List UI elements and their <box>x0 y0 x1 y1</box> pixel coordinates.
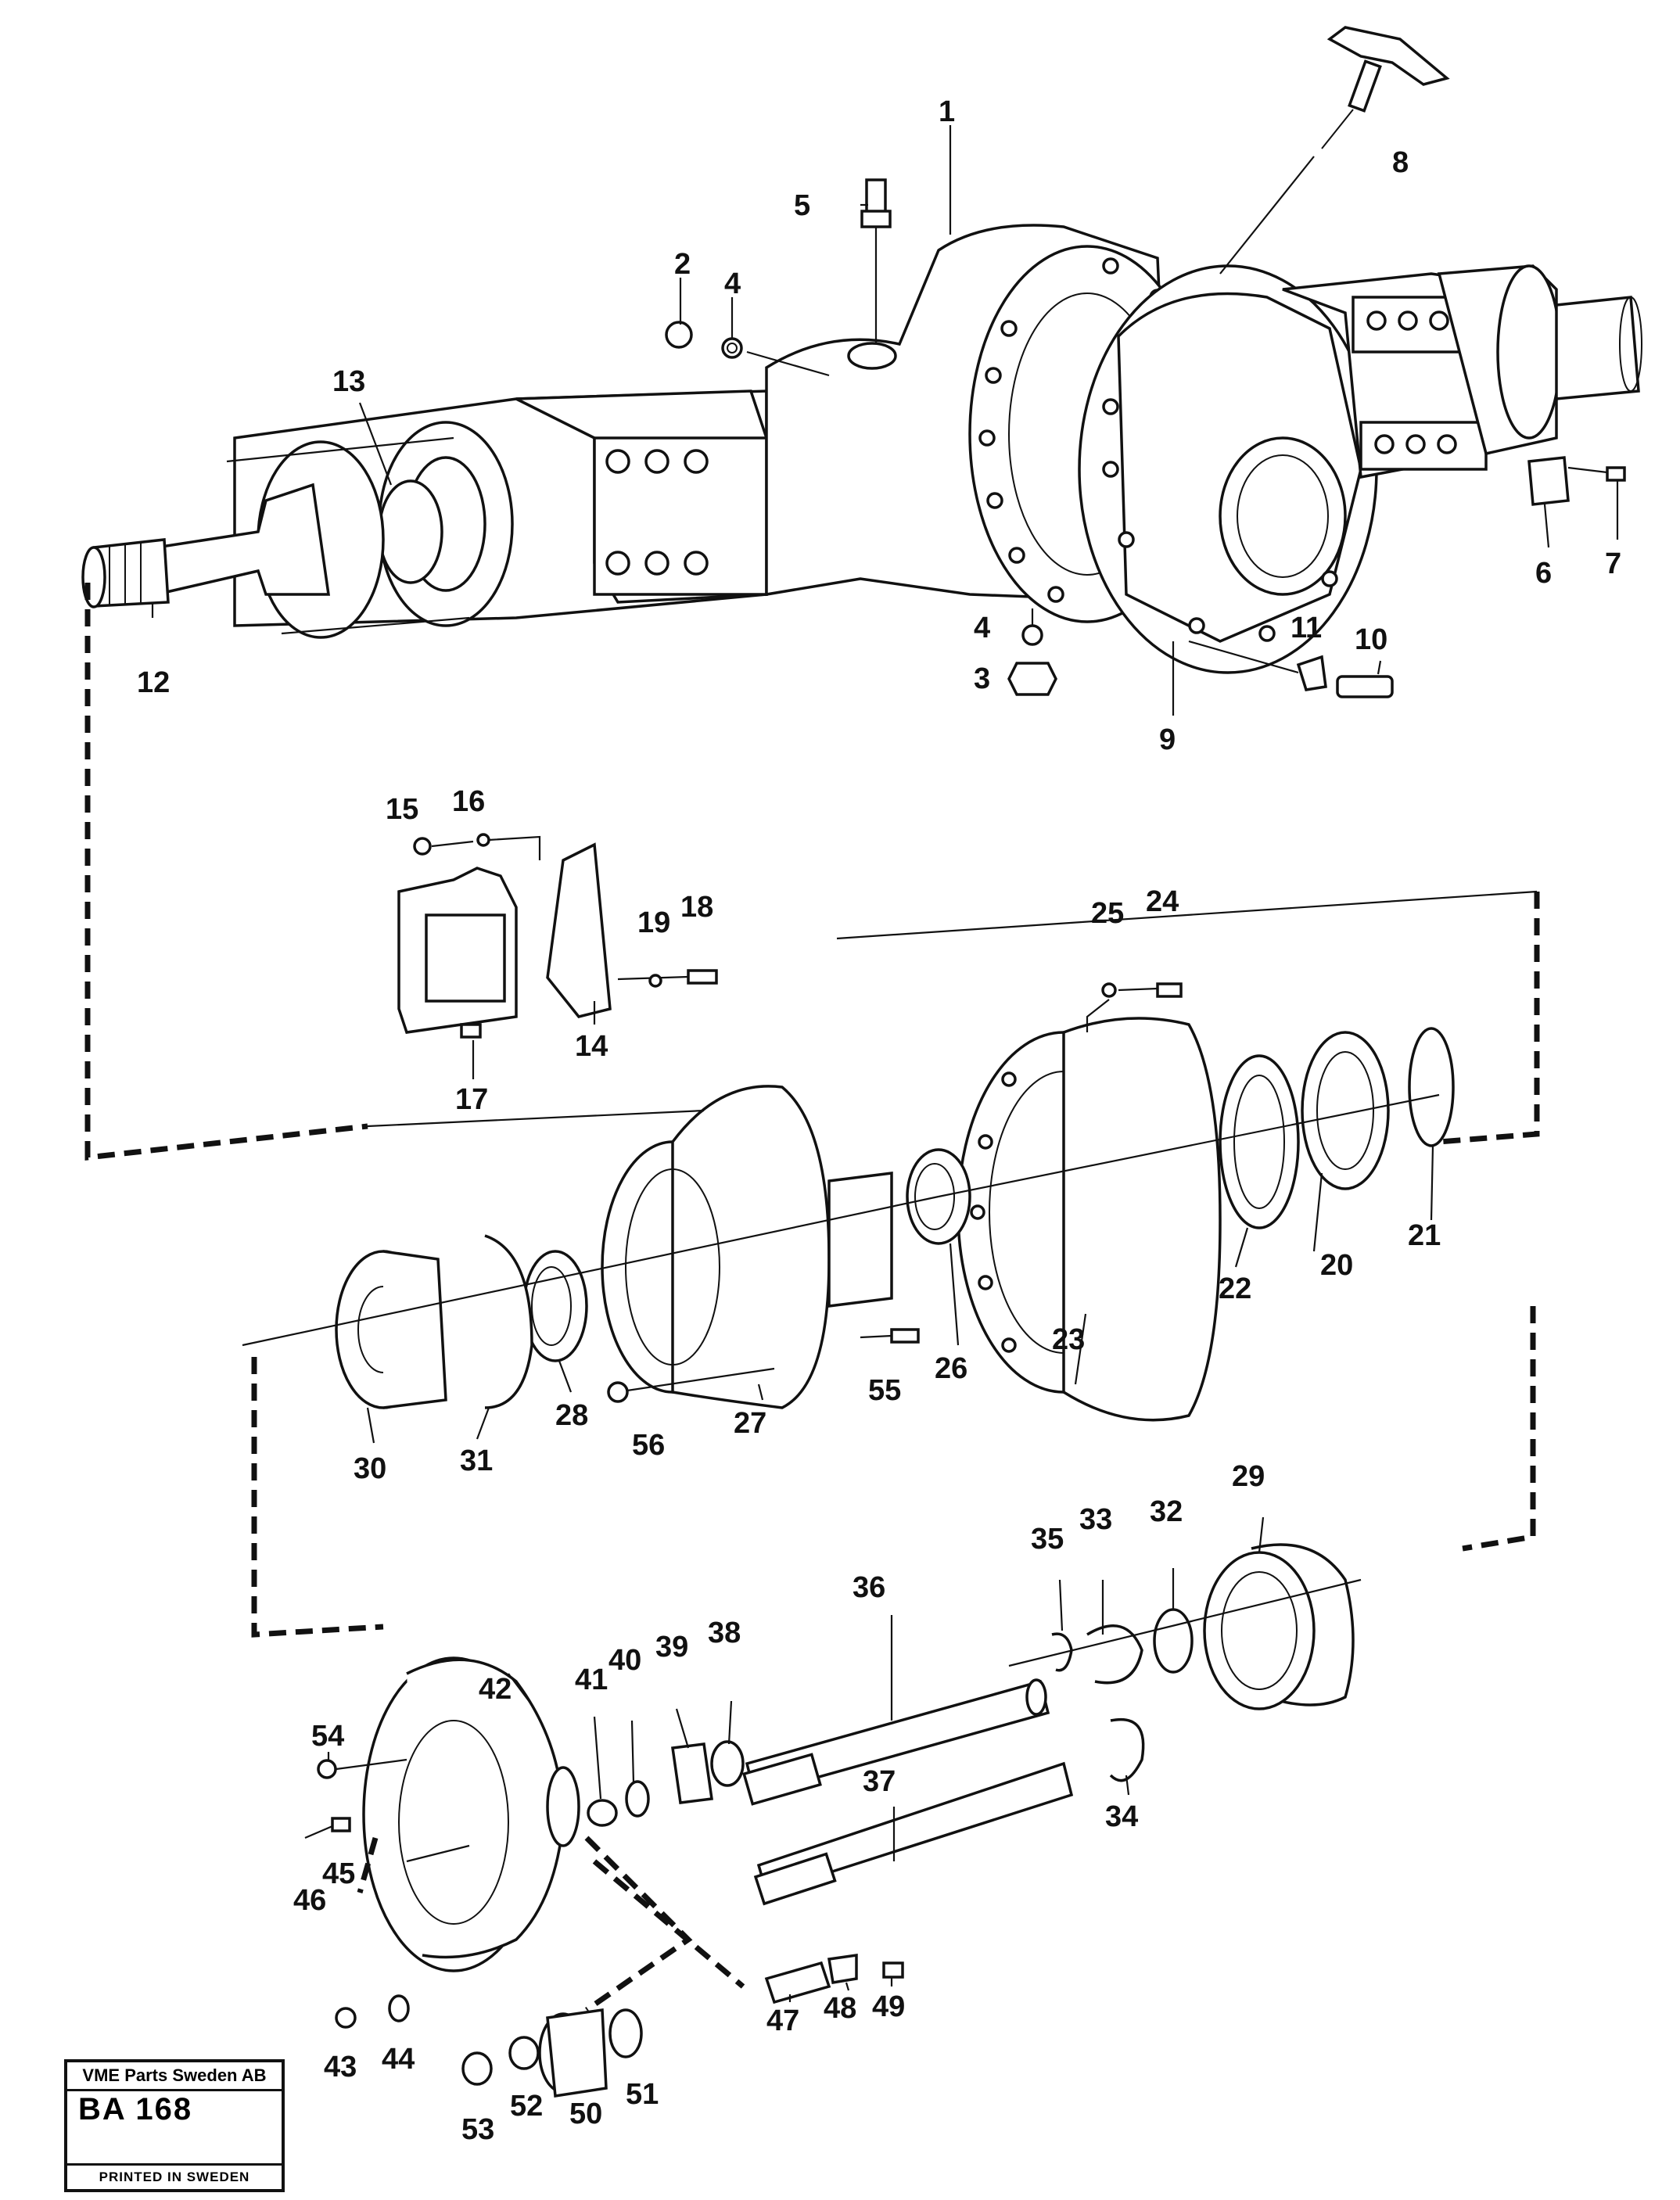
callout-7: 7 <box>1605 547 1621 580</box>
callout-48: 48 <box>824 1992 856 2025</box>
callout-6: 6 <box>1535 557 1552 590</box>
drive-shafts <box>742 1678 1074 1906</box>
callout-18: 18 <box>680 891 713 924</box>
callout-38: 38 <box>708 1617 741 1649</box>
callout-39: 39 <box>655 1631 688 1663</box>
callout-45: 45 <box>322 1857 355 1890</box>
callout-53: 53 <box>461 2113 494 2146</box>
planet-carrier <box>304 1656 904 2098</box>
callout-28: 28 <box>555 1399 588 1432</box>
callout-51: 51 <box>626 2078 659 2111</box>
callout-leaders <box>151 125 1619 2002</box>
callout-23: 23 <box>1052 1323 1085 1356</box>
callout-54: 54 <box>311 1720 344 1753</box>
assembly-path-lines <box>84 583 1540 2012</box>
callout-43: 43 <box>324 2051 357 2083</box>
callout-15: 15 <box>386 793 418 826</box>
callout-14: 14 <box>575 1030 608 1063</box>
breather-and-plugs <box>665 178 1057 696</box>
callout-35: 35 <box>1031 1523 1064 1556</box>
screw-and-lock <box>1188 640 1394 698</box>
callout-37: 37 <box>863 1765 896 1798</box>
callout-46: 46 <box>293 1884 326 1917</box>
left-hub-flange-and-stub <box>81 421 514 639</box>
title-block: VME Parts Sweden AB BA 168 PRINTED IN SW… <box>64 2059 285 2192</box>
company-name: VME Parts Sweden AB <box>67 2062 282 2091</box>
callout-25: 25 <box>1091 897 1124 930</box>
callout-49: 49 <box>872 1990 905 2023</box>
callout-21: 21 <box>1408 1219 1441 1252</box>
callout-36: 36 <box>853 1571 885 1604</box>
callout-12: 12 <box>137 666 170 699</box>
callout-56: 56 <box>632 1429 665 1462</box>
callout-4-bottom: 4 <box>974 612 990 644</box>
callout-44: 44 <box>382 2043 415 2076</box>
callout-55: 55 <box>868 1374 901 1407</box>
callout-labels: 1 2 3 4 4 5 6 7 8 9 10 11 12 13 14 15 16… <box>137 95 1621 2146</box>
callout-10: 10 <box>1355 623 1387 656</box>
callout-8: 8 <box>1392 146 1409 179</box>
callout-19: 19 <box>637 906 670 939</box>
callout-52: 52 <box>510 2090 543 2123</box>
brake-caliper <box>397 833 718 1039</box>
callout-11: 11 <box>1291 612 1322 644</box>
callout-27: 27 <box>734 1407 766 1440</box>
callout-3: 3 <box>974 662 990 695</box>
callout-40: 40 <box>608 1644 641 1677</box>
callout-42: 42 <box>479 1673 512 1706</box>
callout-1: 1 <box>939 95 955 128</box>
callout-32: 32 <box>1150 1495 1183 1528</box>
callout-9: 9 <box>1159 723 1176 756</box>
drawing-code: BA 168 <box>78 2092 193 2126</box>
wheel-hub <box>242 982 1455 1422</box>
ring-gear <box>1008 1543 1362 1782</box>
callout-2: 2 <box>674 248 691 281</box>
callout-17: 17 <box>455 1083 488 1116</box>
callout-50: 50 <box>569 2098 602 2130</box>
callout-29: 29 <box>1232 1460 1265 1493</box>
callout-20: 20 <box>1320 1249 1353 1282</box>
callout-16: 16 <box>452 785 485 818</box>
callout-41: 41 <box>575 1663 608 1696</box>
callout-34: 34 <box>1105 1800 1138 1833</box>
callout-30: 30 <box>354 1452 386 1485</box>
callout-22: 22 <box>1219 1272 1251 1305</box>
callout-47: 47 <box>766 2004 799 2037</box>
callout-33: 33 <box>1079 1503 1112 1536</box>
callout-26: 26 <box>935 1352 967 1385</box>
callout-4-top: 4 <box>724 267 741 300</box>
callout-24: 24 <box>1146 885 1179 918</box>
callout-13: 13 <box>332 365 365 398</box>
callout-5: 5 <box>794 189 810 222</box>
t-handle-tool <box>1219 26 1450 275</box>
printed-note: PRINTED IN SWEDEN <box>67 2163 282 2189</box>
cover-plate-and-screw <box>1527 456 1626 506</box>
callout-31: 31 <box>460 1445 493 1477</box>
